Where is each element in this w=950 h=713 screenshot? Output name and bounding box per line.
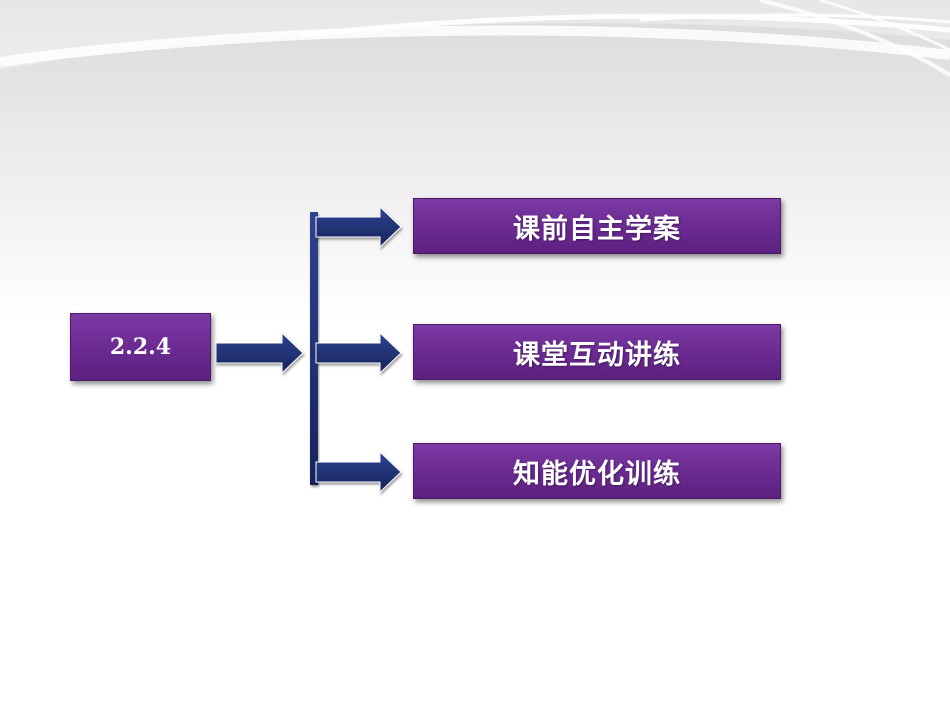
root-node-label: 2.2.4 <box>109 334 172 360</box>
item-label-1: 课前自主学案 <box>513 213 681 245</box>
item-box-classroom-interaction[interactable]: 课堂互动讲练 <box>413 324 781 380</box>
item-label-3: 知能优化训练 <box>513 458 681 490</box>
item-label-2: 课堂互动讲练 <box>513 339 681 371</box>
header-swoosh-decoration <box>0 0 950 77</box>
item-box-skill-training[interactable]: 知能优化训练 <box>413 443 781 499</box>
branch-arrow-3 <box>315 450 402 494</box>
root-node-box[interactable]: 2.2.4 <box>70 313 211 381</box>
branch-arrow-1 <box>315 205 402 249</box>
root-arrow <box>215 331 304 375</box>
item-box-pre-class-study[interactable]: 课前自主学案 <box>413 198 781 254</box>
branch-arrow-2 <box>315 331 402 375</box>
vertical-connector-bar <box>310 212 318 485</box>
